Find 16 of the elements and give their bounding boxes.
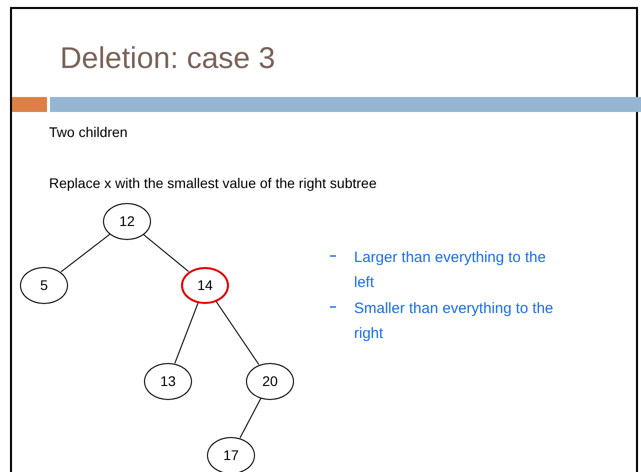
tree-node: 5 <box>20 266 68 304</box>
tree-edge <box>216 300 260 366</box>
tree-node: 17 <box>207 436 255 472</box>
tree-edge <box>142 234 190 272</box>
tree-node: 12 <box>103 202 151 240</box>
tree-node: 14 <box>181 266 229 304</box>
bullet-text: Larger than everything to the left <box>354 248 547 293</box>
tree-edge <box>60 234 111 272</box>
title: Deletion: case 3 <box>60 41 276 77</box>
tree-node: 20 <box>246 362 294 400</box>
tree-edge <box>174 302 199 364</box>
subheading: Two children <box>49 123 128 142</box>
bullet-text: Smaller than everything to the right <box>354 299 554 344</box>
tree-edge <box>240 398 262 438</box>
instruction-text: Replace x with the smallest value of the right subtree <box>49 174 377 193</box>
tree-node: 13 <box>144 362 192 400</box>
